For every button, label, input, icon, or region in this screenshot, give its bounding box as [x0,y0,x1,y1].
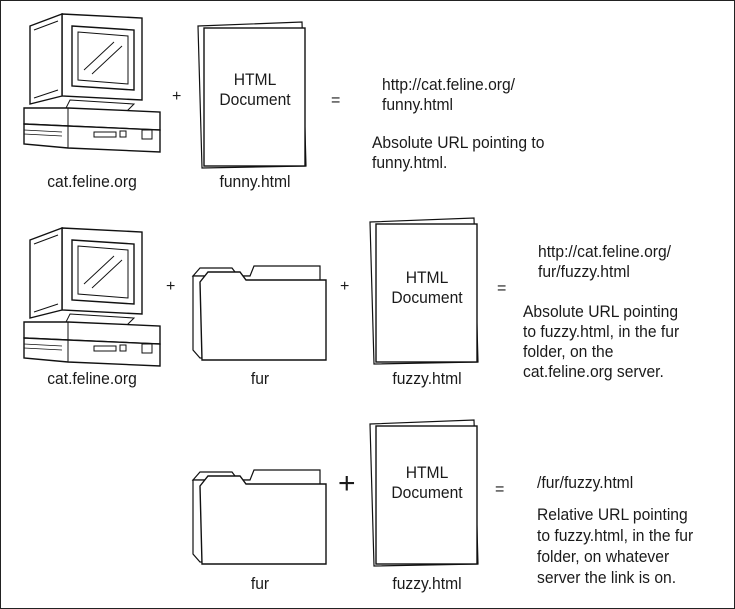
computer-icon [23,12,161,153]
plus-sign: + [172,88,182,105]
url-text: http://cat.feline.org/ funny.html [382,75,516,114]
document-title-line2: Document [391,483,463,502]
document-title-line1: HTML [233,70,277,89]
folder-icon [191,265,327,361]
description-text: Absolute URL pointing to funny.html. [372,133,545,172]
folder-label: fur [250,574,270,593]
equals-sign: = [495,481,505,498]
document-label: funny.html [219,172,291,191]
document-icon [197,21,307,169]
document-label: fuzzy.html [392,369,462,388]
document-label: fuzzy.html [392,574,462,593]
document-title-line2: Document [219,90,291,109]
computer-label: cat.feline.org [47,369,137,388]
document-title-line2: Document [391,288,463,307]
equals-sign: = [497,280,507,297]
equals-sign: = [331,92,341,109]
computer-label: cat.feline.org [47,172,137,191]
document-title-line1: HTML [405,463,449,482]
document-icon [369,419,479,567]
computer-icon [23,226,161,367]
plus-sign: + [338,467,356,500]
url-text: /fur/fuzzy.html [537,473,634,492]
document-title-line1: HTML [405,268,449,287]
folder-label: fur [250,369,270,388]
url-text: http://cat.feline.org/ fur/fuzzy.html [538,242,672,281]
description-text: Absolute URL pointing to fuzzy.html, in … [523,302,680,381]
plus-sign: + [340,278,350,295]
description-text: Relative URL pointing to fuzzy.html, in … [537,505,694,587]
plus-sign: + [166,278,176,295]
document-icon [369,217,479,365]
folder-icon [191,469,327,565]
